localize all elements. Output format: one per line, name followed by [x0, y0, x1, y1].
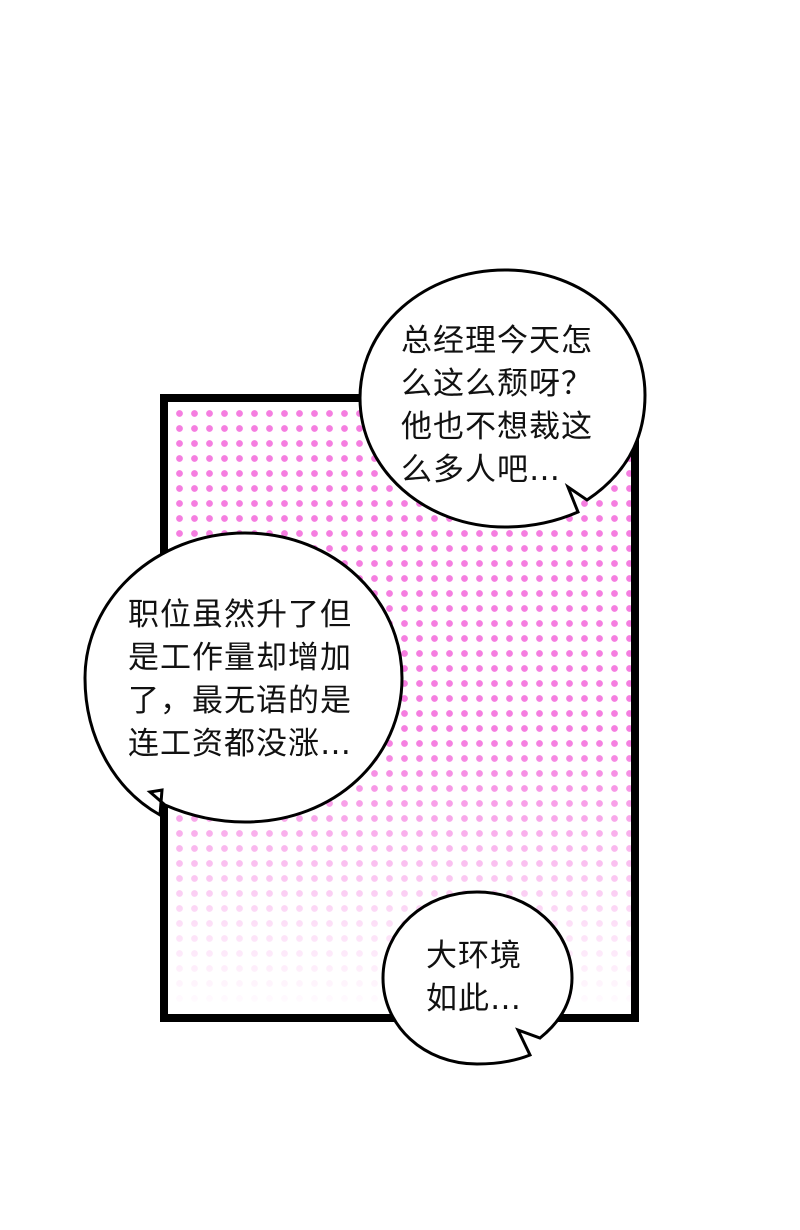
- bubble-line: 他也不想裁这: [401, 409, 593, 445]
- bubble-line: 大环境: [426, 938, 522, 974]
- bubble-line: 是工作量却增加: [128, 640, 352, 676]
- bubble-line: 么这么颓呀？: [401, 366, 593, 402]
- bubble-line: 么多人吧…: [401, 452, 561, 488]
- speech-bubble-bottom-right: [381, 890, 574, 1066]
- bubble-line: 总经理今天怎: [401, 323, 593, 359]
- bubble-text-left: 职位虽然升了但 是工作量却增加 了，最无语的是 连工资都没涨…: [128, 594, 352, 766]
- speech-bubble-left: [83, 531, 404, 824]
- bubble-line: 连工资都没涨…: [128, 726, 352, 762]
- bubble-line: 如此…: [426, 981, 522, 1017]
- bubble-text-bottom-right: 大环境 如此…: [426, 935, 522, 1021]
- speech-bubble-top-right: [358, 268, 647, 529]
- bubble-text-top-right: 总经理今天怎 么这么颓呀？ 他也不想裁这 么多人吧…: [401, 320, 593, 492]
- bubble-line: 了，最无语的是: [128, 683, 352, 719]
- bubble-line: 职位虽然升了但: [128, 597, 352, 633]
